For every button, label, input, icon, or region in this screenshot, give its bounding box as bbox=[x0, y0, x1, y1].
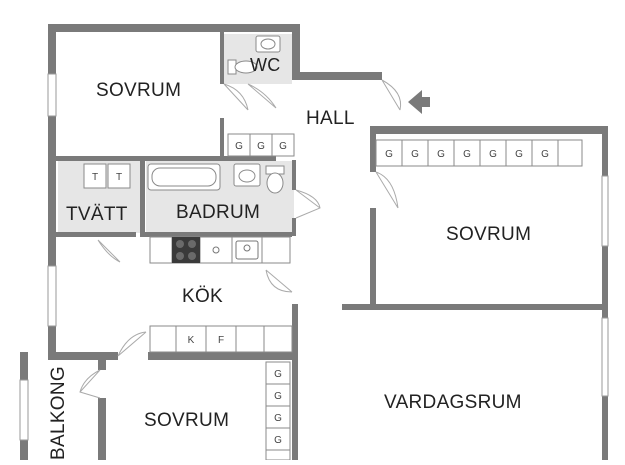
wc-fixtures bbox=[227, 35, 281, 75]
wardrobe-mark: G bbox=[274, 369, 282, 380]
kitchen-counter-lower bbox=[149, 325, 293, 353]
room-label-sovrum-right: SOVRUM bbox=[446, 224, 532, 245]
room-label-hall: HALL bbox=[306, 108, 355, 129]
entrance-arrow-icon bbox=[408, 90, 430, 114]
room-label-balkong: BALKONG bbox=[48, 366, 69, 460]
wardrobe-mark: G bbox=[235, 141, 243, 152]
wardrobe-mark: G bbox=[274, 391, 282, 402]
wardrobe-mark: G bbox=[385, 149, 393, 160]
room-label-kok: KÖK bbox=[182, 286, 224, 307]
hall-wardrobe bbox=[227, 133, 295, 157]
wardrobe-mark: G bbox=[463, 149, 471, 160]
room-label-badrum: BADRUM bbox=[176, 202, 261, 223]
wardrobe-mark: G bbox=[279, 141, 287, 152]
room-label-sovrum-bottom: SOVRUM bbox=[144, 410, 230, 431]
wardrobe-mark: G bbox=[257, 141, 265, 152]
room-label-sovrum-top-left: SOVRUM bbox=[96, 80, 182, 101]
door-swings bbox=[79, 79, 402, 399]
wardrobe-mark: G bbox=[274, 413, 282, 424]
windows bbox=[19, 73, 609, 441]
room-label-tvatt: TVÄTT bbox=[66, 204, 128, 225]
freezer-mark: F bbox=[218, 335, 224, 346]
laundry-machines bbox=[83, 163, 131, 189]
wardrobe-mark: G bbox=[411, 149, 419, 160]
room-label-wc: WC bbox=[250, 55, 281, 75]
bedroom-wardrobe-bottom bbox=[265, 361, 291, 461]
wardrobe-mark: G bbox=[489, 149, 497, 160]
wardrobe-mark: G bbox=[437, 149, 445, 160]
wardrobe-mark: G bbox=[515, 149, 523, 160]
dishwasher-icon bbox=[212, 246, 220, 254]
room-label-vardagsrum: VARDAGSRUM bbox=[384, 392, 522, 413]
bathroom-fixtures bbox=[147, 163, 285, 194]
dryer-mark: T bbox=[92, 172, 98, 183]
bedroom-wardrobe-right bbox=[375, 139, 583, 167]
wardrobe-mark: G bbox=[274, 435, 282, 446]
fridge-mark: K bbox=[188, 335, 195, 346]
kitchen-counter-upper bbox=[149, 236, 291, 264]
kitchen-sink-icon bbox=[235, 240, 259, 260]
dryer-mark: T bbox=[116, 172, 122, 183]
stove-icon bbox=[172, 237, 200, 263]
wardrobe-mark: G bbox=[541, 149, 549, 160]
